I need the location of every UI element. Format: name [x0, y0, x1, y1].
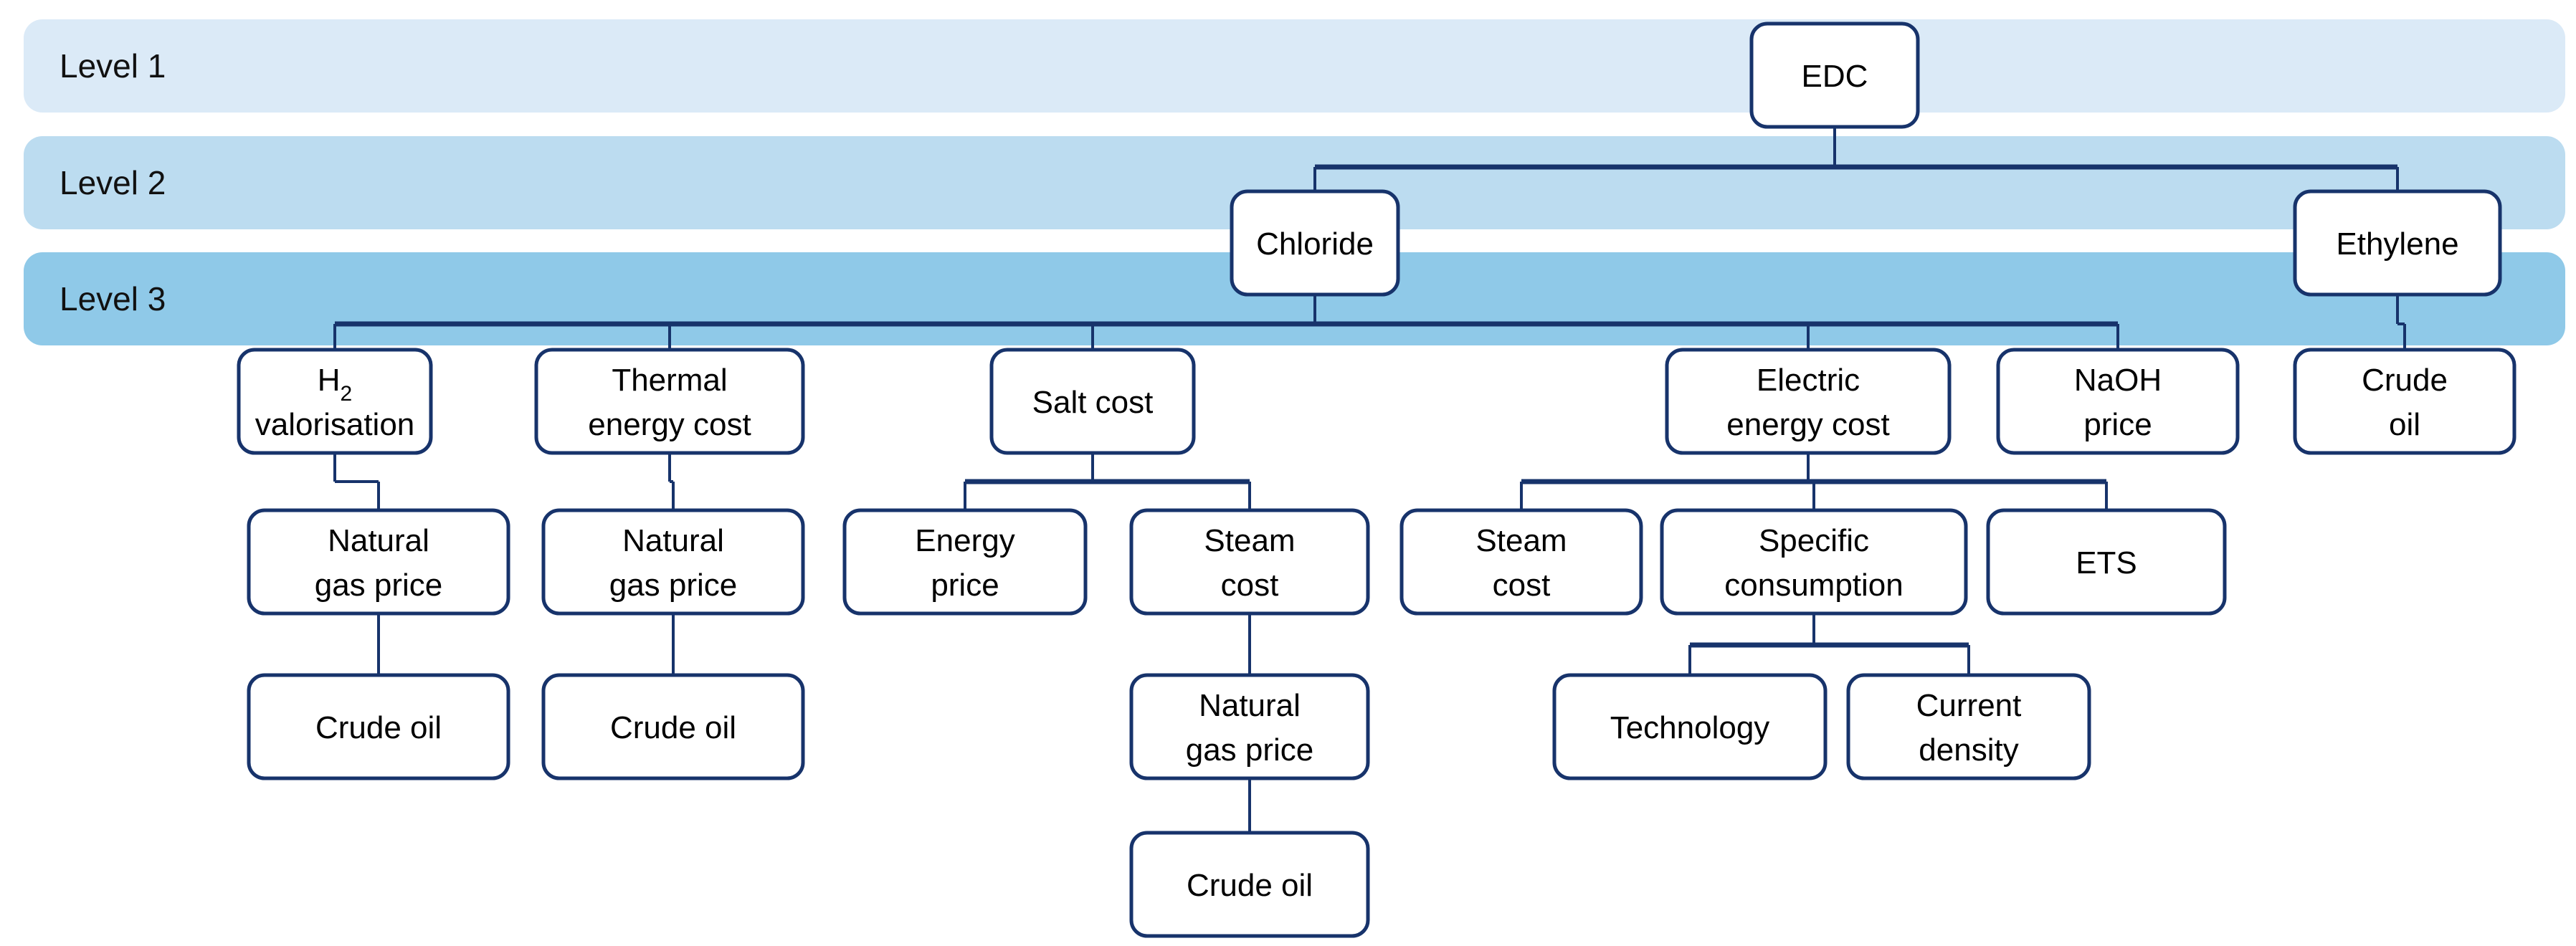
- node-label-current-density: Current: [1916, 688, 2022, 723]
- node-box-chloride[interactable]: [1230, 189, 1400, 297]
- node-ethylene[interactable]: Ethylene: [2293, 189, 2502, 297]
- node-box-thermal-energy-cost[interactable]: [534, 348, 805, 455]
- node-label-h2-valorisation: H2: [318, 363, 352, 406]
- band-level-2: [24, 136, 2565, 229]
- node-label-ngp-h2: gas price: [315, 568, 443, 603]
- node-box-naoh-price[interactable]: [1996, 348, 2240, 455]
- node-label-crude-oil-h2: Crude oil: [315, 710, 442, 745]
- edge-salt-children: [964, 453, 1251, 510]
- node-crude-oil-ethylene[interactable]: Crude oil: [2293, 348, 2516, 455]
- node-label-crude-oil-ethylene: oil: [2389, 407, 2420, 442]
- node-label-ngp-steam: gas price: [1186, 732, 1314, 768]
- edge-chloride-children: [333, 295, 2119, 350]
- node-box-current-density[interactable]: [1846, 673, 2091, 780]
- node-box-crude-oil-h2[interactable]: [247, 673, 510, 780]
- node-box-specific-consumption[interactable]: [1660, 508, 1968, 616]
- node-label-ngp-steam: Natural: [1199, 688, 1301, 723]
- node-label-energy-price: Energy: [915, 523, 1014, 558]
- node-chloride[interactable]: Chloride: [1230, 189, 1400, 297]
- node-label-ngp-thermal: Natural: [622, 523, 724, 558]
- edge-ethylene-child: [2396, 295, 2406, 350]
- node-box-h2-valorisation[interactable]: [237, 348, 433, 455]
- node-crude-oil-thermal[interactable]: Crude oil: [541, 673, 805, 780]
- node-steam-cost-salt[interactable]: Steam cost: [1129, 508, 1370, 616]
- edge-thermal-child: [668, 453, 675, 510]
- node-box-edc[interactable]: [1749, 22, 1920, 129]
- node-ets[interactable]: ETS: [1986, 508, 2227, 616]
- node-label-specific-consumption: Specific: [1759, 523, 1869, 558]
- node-energy-price[interactable]: Energy price: [842, 508, 1088, 616]
- node-label-steam-cost-salt: cost: [1221, 568, 1279, 603]
- node-label-chloride: Chloride: [1256, 226, 1374, 262]
- edge-electric-children: [1520, 453, 2108, 510]
- node-label-steam-cost-salt: Steam: [1204, 523, 1295, 558]
- level-band-labels-layer: Level 1 Level 2 Level 3: [60, 47, 166, 317]
- node-label-current-density: density: [1919, 732, 2018, 768]
- node-electric-energy-cost[interactable]: Electric energy cost: [1665, 348, 1952, 455]
- band-level-3-label: Level 3: [60, 280, 166, 317]
- node-label-edc: EDC: [1802, 59, 1868, 94]
- edge-specific-children: [1688, 613, 1970, 675]
- node-label-thermal-energy-cost: energy cost: [588, 407, 751, 442]
- node-label-ethylene: Ethylene: [2336, 226, 2458, 262]
- node-label-steam-cost-electric: Steam: [1475, 523, 1567, 558]
- node-label-salt-cost: Salt cost: [1032, 385, 1154, 420]
- node-crude-oil-h2[interactable]: Crude oil: [247, 673, 510, 780]
- node-label-h2-valorisation: valorisation: [255, 407, 415, 442]
- node-box-ngp-steam[interactable]: [1129, 673, 1370, 780]
- node-label-naoh-price: NaOH: [2074, 363, 2162, 398]
- node-label-ngp-thermal: gas price: [609, 568, 738, 603]
- node-label-electric-energy-cost: energy cost: [1726, 407, 1889, 442]
- node-crude-oil-steam[interactable]: Crude oil: [1129, 831, 1370, 938]
- node-box-ngp-thermal[interactable]: [541, 508, 805, 616]
- level-bands-layer: [24, 19, 2565, 345]
- node-box-crude-oil-ethylene[interactable]: [2293, 348, 2516, 455]
- node-specific-consumption[interactable]: Specific consumption: [1660, 508, 1968, 616]
- node-label-thermal-energy-cost: Thermal: [612, 363, 727, 398]
- node-current-density[interactable]: Current density: [1846, 673, 2091, 780]
- node-box-ngp-h2[interactable]: [247, 508, 510, 616]
- connector-links-layer: [333, 127, 2406, 833]
- node-label-naoh-price: price: [2083, 407, 2152, 442]
- node-box-salt-cost[interactable]: [989, 348, 1196, 455]
- edge-edc-children: [1313, 127, 2399, 191]
- node-box-crude-oil-steam[interactable]: [1129, 831, 1370, 938]
- node-salt-cost[interactable]: Salt cost: [989, 348, 1196, 455]
- node-steam-cost-electric[interactable]: Steam cost: [1399, 508, 1643, 616]
- node-label-energy-price: price: [931, 568, 999, 603]
- node-ngp-thermal[interactable]: Natural gas price: [541, 508, 805, 616]
- node-label-technology: Technology: [1610, 710, 1770, 745]
- node-label-crude-oil-ethylene: Crude: [2362, 363, 2448, 398]
- node-edc[interactable]: EDC: [1749, 22, 1920, 129]
- node-label-ets: ETS: [2076, 545, 2137, 580]
- node-box-crude-oil-thermal[interactable]: [541, 673, 805, 780]
- node-label-crude-oil-thermal: Crude oil: [610, 710, 736, 745]
- node-box-electric-energy-cost[interactable]: [1665, 348, 1952, 455]
- node-box-ets[interactable]: [1986, 508, 2227, 616]
- band-level-1-label: Level 1: [60, 47, 166, 85]
- band-level-2-label: Level 2: [60, 164, 166, 201]
- edge-h2-child: [333, 453, 380, 510]
- node-naoh-price[interactable]: NaOH price: [1996, 348, 2240, 455]
- node-box-energy-price[interactable]: [842, 508, 1088, 616]
- node-label-crude-oil-steam: Crude oil: [1187, 868, 1313, 903]
- node-box-technology[interactable]: [1552, 673, 1828, 780]
- node-label-electric-energy-cost: Electric: [1757, 363, 1860, 398]
- node-box-steam-cost-salt[interactable]: [1129, 508, 1370, 616]
- node-label-ngp-h2: Natural: [328, 523, 429, 558]
- node-label-steam-cost-electric: cost: [1493, 568, 1551, 603]
- node-thermal-energy-cost[interactable]: Thermal energy cost: [534, 348, 805, 455]
- node-ngp-h2[interactable]: Natural gas price: [247, 508, 510, 616]
- band-level-1: [24, 19, 2565, 113]
- node-box-steam-cost-electric[interactable]: [1399, 508, 1643, 616]
- node-ngp-steam[interactable]: Natural gas price: [1129, 673, 1370, 780]
- node-label-specific-consumption: consumption: [1724, 568, 1903, 603]
- node-box-ethylene[interactable]: [2293, 189, 2502, 297]
- node-technology[interactable]: Technology: [1552, 673, 1828, 780]
